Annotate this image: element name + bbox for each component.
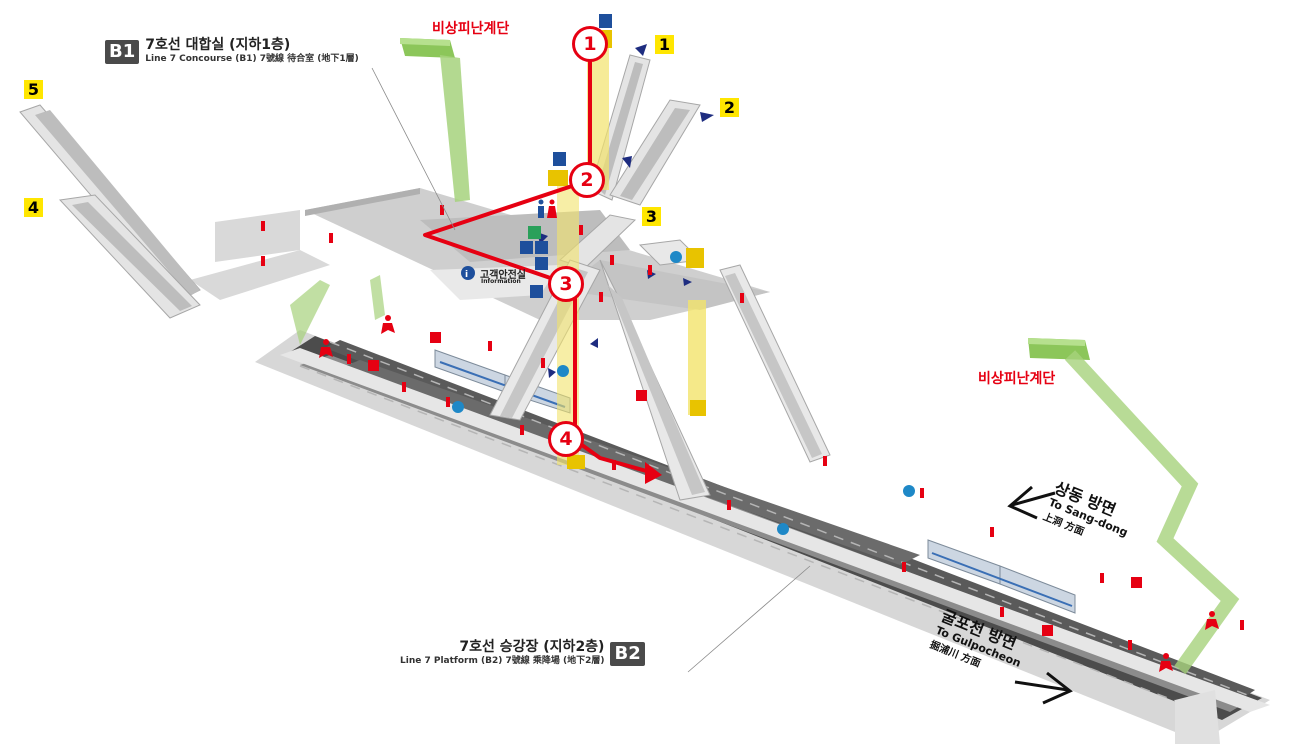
concourse-facility-icons: i [461, 14, 612, 298]
platform-subtitle: Line 7 Platform (B2) 7號線 乘降場 (地下2層) [400, 656, 605, 666]
restroom-icon [538, 199, 557, 218]
information-label-ko: 고객안전실 [480, 270, 526, 281]
emergency-stair-label-north: 비상피난계단 [432, 21, 510, 37]
phone-icons [368, 332, 1142, 636]
platform-badge: B2 [610, 642, 645, 666]
route-step-3: 3 [548, 266, 584, 302]
exit-3-tag: 3 [642, 207, 661, 226]
exit-5-tag: 5 [24, 80, 43, 99]
train-east [927, 539, 1076, 614]
platform-title: 7호선 승강장 (지하2층) [459, 639, 605, 655]
exit-1-tag: 1 [655, 35, 674, 54]
exit-2-tag: 2 [720, 98, 739, 117]
escalator-exit-4 [58, 194, 201, 319]
concourse-subtitle: Line 7 Concourse (B1) 7號線 待合室 (地下1層) [145, 54, 359, 64]
platform-label: B2 7호선 승강장 (지하2층) Line 7 Platform (B2) 7… [400, 640, 645, 668]
stairs-southeast [1175, 690, 1220, 744]
concourse-badge: B1 [105, 40, 140, 64]
platform-facility-icons [452, 251, 915, 535]
escalator-exit-2 [609, 99, 701, 206]
exit-4-tag: 4 [24, 198, 43, 217]
concourse-title: 7호선 대합실 (지하1층) [145, 37, 291, 53]
route-step-2: 2 [569, 162, 605, 198]
escalator-exit-5 [19, 104, 201, 301]
direction-arrow-gulpocheon [1014, 671, 1073, 705]
concourse-label-text: 7호선 대합실 (지하1층) Line 7 Concourse (B1) 7號線… [145, 38, 359, 66]
direction-arrows [537, 44, 714, 378]
direction-arrow-sangdong [1007, 485, 1056, 520]
emergency-stair-label-east: 비상피난계단 [978, 371, 1056, 387]
svg-text:i: i [465, 270, 468, 280]
emergency-exit-icons [319, 315, 1219, 672]
emergency-stair-west [290, 275, 385, 345]
information-label-en: Information [481, 278, 521, 285]
fire-extinguisher-markers [261, 205, 1244, 650]
route-step-4: 4 [548, 421, 584, 457]
platform-label-text: 7호선 승강장 (지하2층) Line 7 Platform (B2) 7號線 … [400, 640, 604, 668]
route-step-1: 1 [572, 26, 608, 62]
leader-lines [371, 67, 811, 673]
emergency-stair-north [400, 38, 470, 202]
concourse-label: B1 7호선 대합실 (지하1층) Line 7 Concourse (B1) … [105, 38, 359, 66]
